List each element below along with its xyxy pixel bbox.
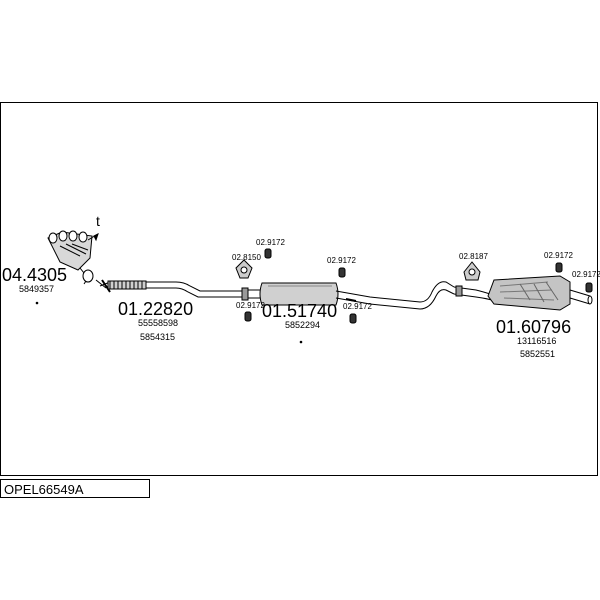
clamp-icon-3 <box>338 267 346 278</box>
oe-reference: 5849357 <box>19 284 55 294</box>
middle-silencer <box>241 281 455 310</box>
flange-gasket <box>82 269 111 293</box>
clamp-label: 02.9172 <box>343 302 372 311</box>
hanger-02-8150 <box>235 259 253 279</box>
part-number: 01.60796 <box>496 317 572 337</box>
clamp-icon-2 <box>244 311 252 322</box>
clamp-icon-5 <box>555 262 563 273</box>
clamp-label: 02.8150 <box>232 253 261 262</box>
marker-icon <box>87 233 99 242</box>
oe-reference: 5854315 <box>140 332 176 342</box>
part-number: 01.22820 <box>118 299 194 319</box>
diagram-frame <box>0 102 598 476</box>
clamp-label: 02.9172 <box>236 301 265 310</box>
oe-reference: 5852551 <box>520 349 556 359</box>
rear-silencer <box>453 275 593 311</box>
clamp-label: 02.9172 <box>572 270 600 279</box>
marker-label: t <box>96 213 100 229</box>
clamp-icon-4 <box>349 313 357 324</box>
clamp-label: 02.9172 <box>327 256 356 265</box>
part-number: 04.4305 <box>2 265 68 285</box>
hanger-02-8187 <box>463 261 481 281</box>
clamp-icon-1 <box>264 248 272 259</box>
clamp-label: 02.9172 <box>256 238 285 247</box>
clamp-label: 02.8187 <box>459 252 488 261</box>
oe-reference: 13116516 <box>517 336 557 346</box>
part-number: 01.51740 <box>262 301 338 321</box>
oe-reference: 5852294 <box>285 320 321 330</box>
diagram-code: OPEL66549A <box>0 479 150 498</box>
front-pipe <box>107 280 242 298</box>
oe-reference: 55558598 <box>138 318 179 328</box>
clamp-label: 02.9172 <box>544 251 573 260</box>
clamp-icon-6 <box>585 282 593 293</box>
manifold-part <box>47 230 93 285</box>
